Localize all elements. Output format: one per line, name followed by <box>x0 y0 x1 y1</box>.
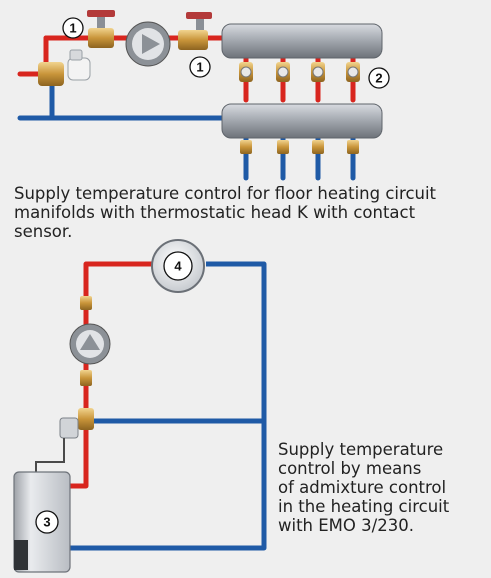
riser-fittings <box>78 296 94 430</box>
return-loop <box>68 261 267 551</box>
emo-caption-line-2: control by means <box>278 459 422 478</box>
shutoff-valve-left <box>87 10 115 48</box>
callout-1b-label: 1 <box>196 60 203 75</box>
emo-diagram: 4 3 <box>13 239 267 573</box>
supply-manifold-bar <box>221 23 383 59</box>
emo-controller: 3 <box>13 471 71 573</box>
circulation-pump-bottom <box>69 323 111 365</box>
emo-caption: Supply temperature control by means of a… <box>278 440 490 535</box>
manifold-caption-line-1: Supply temperature control for floor hea… <box>14 184 437 203</box>
emo-caption-line-1: Supply temperature <box>278 440 444 459</box>
callout-2-label: 2 <box>375 71 382 86</box>
lower-outlet-fittings <box>240 140 359 154</box>
callout-4-label: 4 <box>174 259 182 274</box>
control-cable <box>35 438 65 478</box>
callout-3-label: 3 <box>43 515 50 530</box>
manifold-caption-line-2: manifolds with thermostatic head K with … <box>14 203 416 222</box>
emo-caption-line-5: with EMO 3/230. <box>278 516 414 535</box>
room-thermostat: 4 <box>151 239 205 293</box>
emo-caption-line-4: in the heating circuit <box>278 497 450 516</box>
return-manifold-bar <box>221 103 383 139</box>
callout-2-manifold: 2 <box>368 67 390 89</box>
manifold-caption: Supply temperature control for floor hea… <box>14 184 491 241</box>
callout-1-pump-valve: 1 <box>62 17 84 39</box>
callout-1-label: 1 <box>69 21 76 36</box>
emo-caption-line-3: of admixture control <box>278 478 447 497</box>
manifold-caption-line-3: sensor. <box>14 222 73 241</box>
callout-1-valve-right: 1 <box>189 56 211 78</box>
flow-meters <box>239 62 360 82</box>
circulation-pump-top <box>125 21 171 67</box>
manifold-diagram: 1 1 2 <box>17 10 390 181</box>
shutoff-valve-right <box>178 12 212 50</box>
thermostatic-mixing-valve <box>38 49 91 86</box>
valve-actuator <box>59 417 79 439</box>
